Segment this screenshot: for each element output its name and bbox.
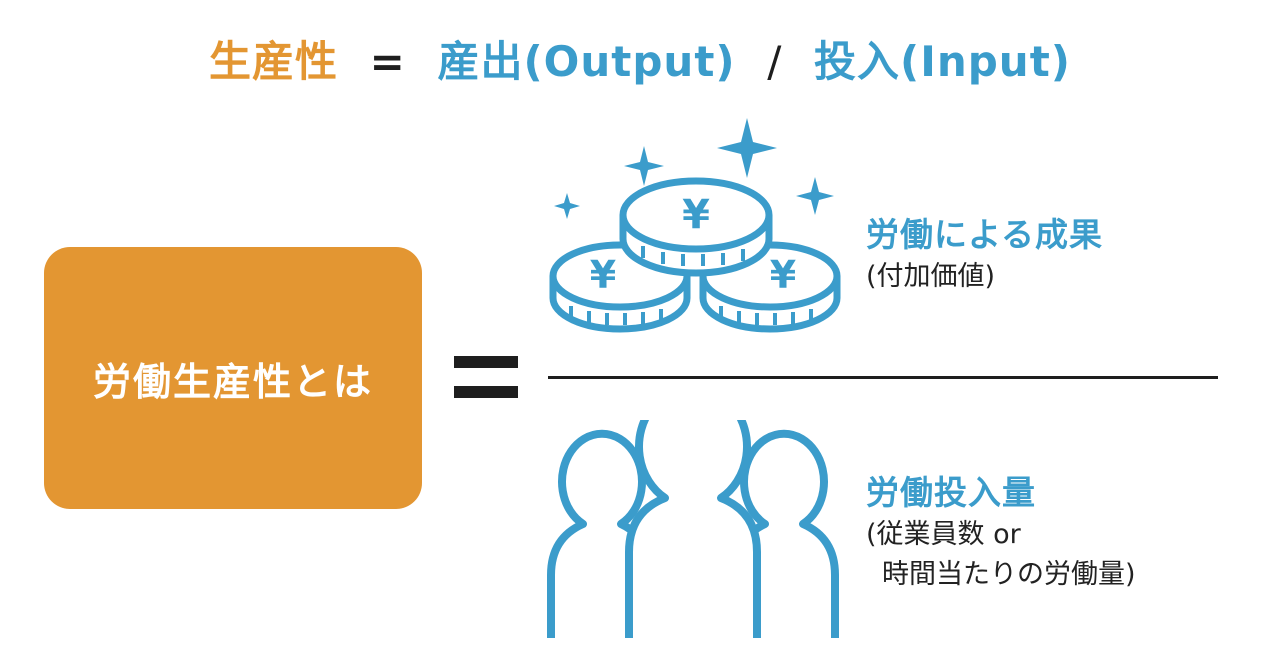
labor-productivity-label: 労働生産性とは <box>92 359 373 404</box>
formula-equals-sign: = <box>369 37 406 86</box>
labor-productivity-box: 労働生産性とは <box>44 247 422 509</box>
formula-productivity-term: 生産性 <box>209 37 339 86</box>
svg-text:¥: ¥ <box>590 253 616 297</box>
people-group-icon <box>547 420 839 638</box>
equals-icon <box>454 356 518 404</box>
productivity-formula: 生産性 = 産出(Output) / 投入(Input) <box>0 28 1280 89</box>
denominator-subtitle-line2: 時間当たりの労働量) <box>882 559 1136 590</box>
formula-output-term: 産出(Output) <box>437 37 736 86</box>
svg-text:¥: ¥ <box>770 253 796 297</box>
yen-coins-icon: ¥ ¥ ¥ <box>549 118 841 333</box>
fraction-line <box>548 376 1218 379</box>
svg-text:¥: ¥ <box>682 192 710 238</box>
numerator-title: 労働による成果 <box>866 215 1104 254</box>
denominator-title: 労働投入量 <box>866 473 1036 512</box>
formula-divide-sign: / <box>767 37 783 86</box>
denominator-subtitle-line1: (従業員数 or <box>866 519 1021 550</box>
formula-input-term: 投入(Input) <box>814 37 1071 86</box>
numerator-subtitle: (付加価値) <box>866 261 996 292</box>
